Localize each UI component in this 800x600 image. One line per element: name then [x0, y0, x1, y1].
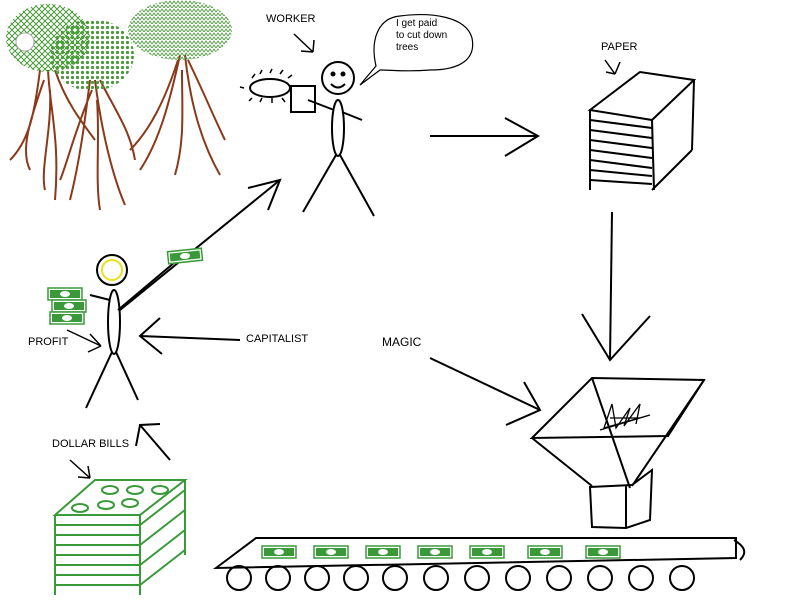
tree-icon	[50, 19, 136, 211]
saw-icon	[239, 68, 316, 113]
arrow-icon	[66, 329, 102, 353]
arrow-icon	[429, 357, 542, 426]
tree-icon	[128, 0, 232, 176]
dollar-bill-icon	[261, 545, 621, 559]
dollar-bill-icon	[166, 247, 204, 265]
money-stack-icon	[52, 479, 188, 595]
paper-stack-icon	[587, 70, 697, 191]
arrow-icon	[69, 459, 91, 479]
speech-line: I get paid	[396, 18, 438, 29]
speech-bubble-text: I get paid to cut down trees	[396, 18, 468, 54]
speech-bubble	[359, 14, 474, 86]
capitalist-label: CAPITALIST	[246, 333, 309, 345]
speech-line: to cut down	[396, 30, 448, 41]
magic-label: MAGIC	[382, 335, 422, 349]
arrow-icon	[430, 117, 541, 157]
arrow-icon	[604, 59, 621, 75]
arrow-icon	[135, 423, 171, 461]
dollar-bill-icon	[47, 287, 87, 325]
capitalist-figure	[85, 254, 176, 409]
worker-figure	[302, 61, 375, 217]
arrow-icon	[581, 211, 651, 362]
arrow-icon	[138, 317, 241, 355]
worker-label: WORKER	[266, 13, 316, 25]
arrow-icon	[119, 178, 282, 311]
arrow-icon	[293, 33, 315, 53]
profit-label: PROFIT	[28, 336, 69, 348]
funnel-machine-icon	[529, 376, 706, 530]
dollar-bills-label: DOLLAR BILLS	[52, 438, 130, 450]
paper-label: PAPER	[601, 41, 638, 53]
speech-line: trees	[396, 42, 419, 53]
conveyor-belt-icon	[212, 537, 746, 591]
